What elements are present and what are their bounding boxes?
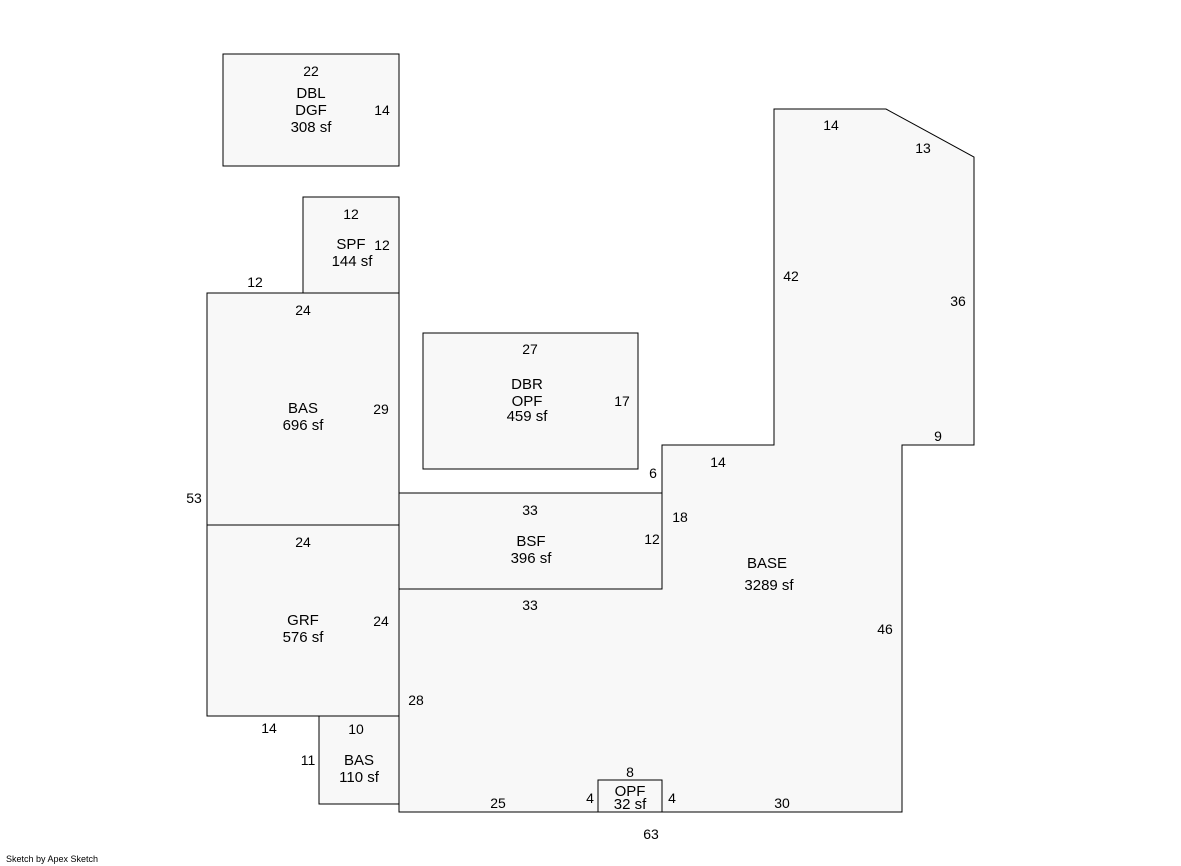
dgf-code-label: DGF (295, 102, 327, 119)
base-right-dim: 46 (877, 621, 893, 637)
opf-top-dim: 8 (626, 764, 634, 780)
dbl-code-label: DBL (296, 85, 325, 102)
grf-right-dim: 24 (373, 613, 389, 629)
spf-top-dim: 12 (343, 206, 359, 222)
dbl-area-label: 308 sf (291, 119, 333, 136)
dbr-top-dim: 27 (522, 341, 538, 357)
opf-area-label: 32 sf (614, 796, 647, 813)
sketch-credit: Sketch by Apex Sketch (6, 854, 98, 864)
base-tower-top-dim: 14 (823, 117, 839, 133)
dbr-area-label: 459 sf (507, 408, 549, 425)
bsf-area-label: 396 sf (511, 550, 553, 567)
dbl-right-dim: 14 (374, 102, 390, 118)
bas-upper-code-label: BAS (288, 400, 318, 417)
spf-area-label: 144 sf (332, 253, 374, 270)
bas-lower-area-label: 110 sf (339, 769, 380, 786)
grf-bottom-dim: 14 (261, 720, 277, 736)
spf-porch-shape (302, 196, 400, 294)
opf-left-dim: 4 (586, 790, 594, 806)
bsf-shape (398, 492, 663, 590)
opf-code-label: OPF (615, 783, 646, 800)
base-bottom-right-dim: 30 (774, 795, 790, 811)
base-left-dim: 28 (408, 692, 424, 708)
bsf-bottom-dim: 33 (522, 597, 538, 613)
bas-lower-code-label: BAS (344, 752, 374, 769)
dbl-top-dim: 22 (303, 63, 319, 79)
bas-small-left-dim: 11 (301, 752, 316, 768)
bas-right-dim: 29 (373, 401, 389, 417)
base-step-left-dim: 6 (649, 465, 657, 481)
bas-upper-area-label: 696 sf (283, 417, 325, 434)
grf-area-label: 576 sf (283, 629, 325, 646)
spf-code-label: SPF (336, 236, 365, 253)
dbr-right-dim: 17 (614, 393, 630, 409)
base-tower-right-dim: 36 (950, 293, 966, 309)
base-step-right-dim: 18 (672, 509, 688, 525)
base-step-top-dim: 14 (710, 454, 726, 470)
bas-upper-shape (206, 292, 400, 526)
base-ledge-dim: 9 (934, 428, 942, 444)
bsf-right-dim: 12 (644, 531, 660, 547)
base-basement-shape (398, 108, 975, 813)
bas-small-top-dim: 10 (348, 721, 364, 737)
opf-porch-shape (597, 779, 663, 813)
dbl-garage-shape (222, 53, 400, 167)
base-area-label: 3289 sf (744, 577, 794, 594)
opf-right-dim: 4 (668, 790, 676, 806)
grf-top-dim: 24 (295, 534, 311, 550)
bas-lower-shape (318, 715, 400, 805)
bas-top-dim: 24 (295, 302, 311, 318)
spf-bottom-left-dim: 12 (247, 274, 263, 290)
base-total-bottom-dim: 63 (643, 826, 659, 842)
spf-right-dim: 12 (374, 237, 390, 253)
base-code-label: BASE (747, 555, 787, 572)
base-bottom-left-dim: 25 (490, 795, 506, 811)
bsf-code-label: BSF (516, 533, 545, 550)
grf-code-label: GRF (287, 612, 319, 629)
base-tower-left-dim: 42 (783, 268, 799, 284)
dbr-opf-code-label: OPF (512, 393, 543, 410)
dbr-code-label: DBR (511, 376, 543, 393)
bas-left-dim: 53 (186, 490, 202, 506)
base-tower-diag-dim: 13 (915, 140, 931, 156)
bsf-top-dim: 33 (522, 502, 538, 518)
dbr-opf-shape (422, 332, 639, 470)
grf-shape (206, 524, 400, 717)
